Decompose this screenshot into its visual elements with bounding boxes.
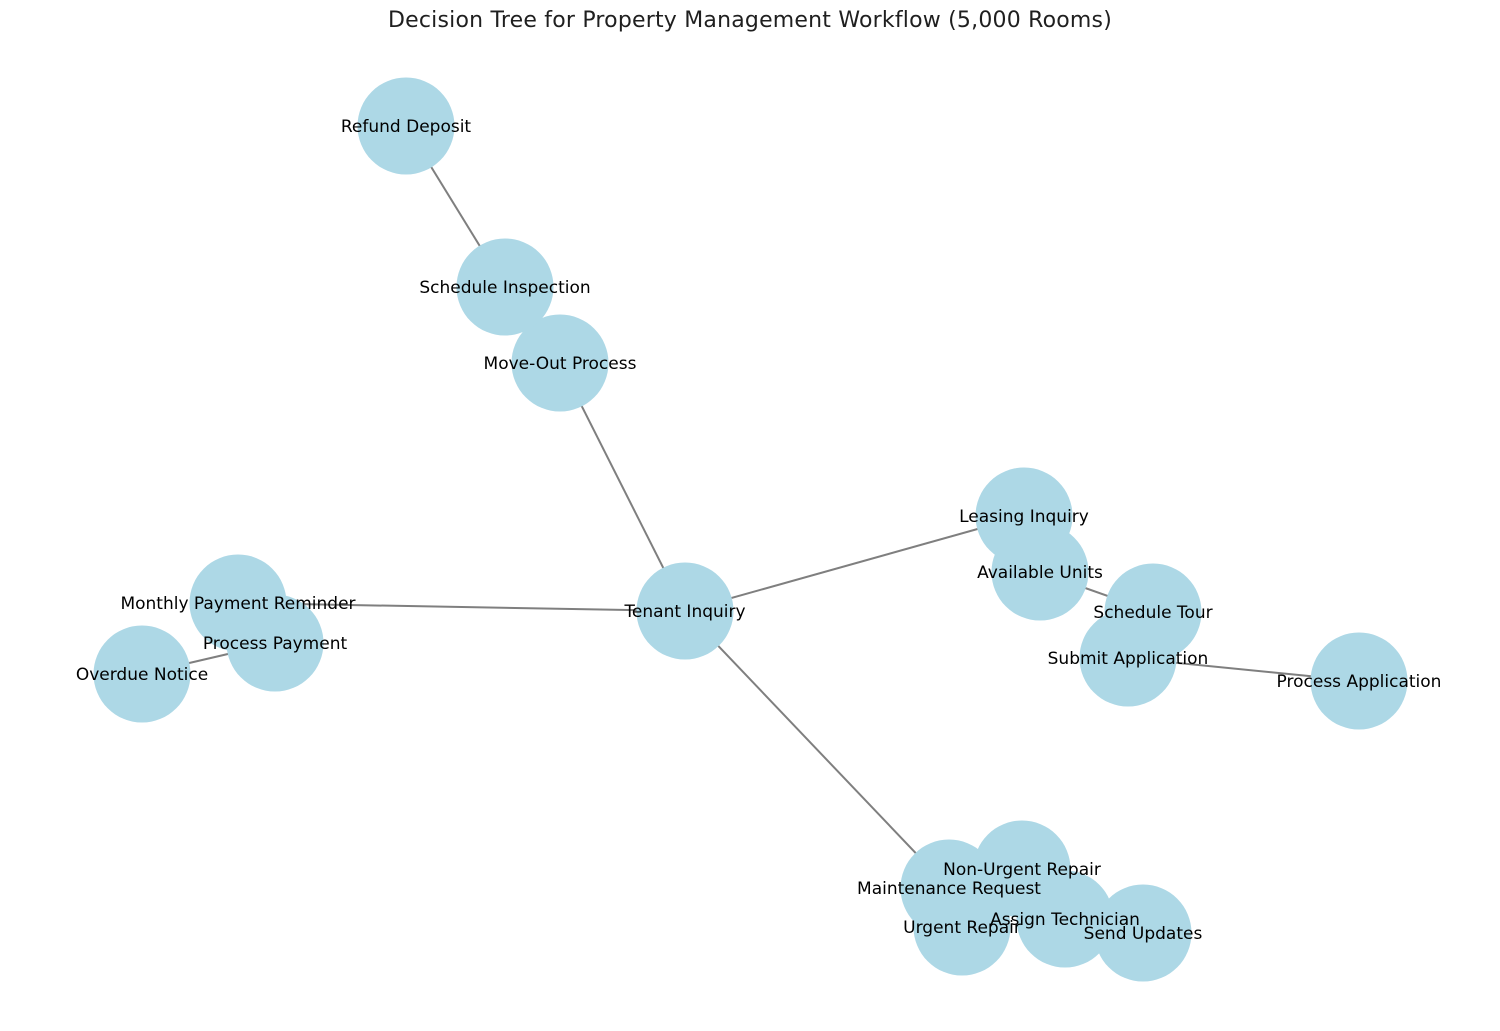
node-tenant-inquiry — [636, 562, 734, 660]
node-label-tenant-inquiry: Tenant Inquiry — [623, 602, 745, 622]
node-label-process-application: Process Application — [1277, 672, 1442, 692]
edge-tenant-inquiry--leasing-inquiry — [684, 515, 1025, 612]
node-label-schedule-tour: Schedule Tour — [1093, 603, 1212, 623]
node-overdue-notice — [93, 625, 191, 723]
node-refund-deposit — [357, 77, 455, 175]
chart-title: Decision Tree for Property Management Wo… — [388, 8, 1112, 33]
edge-tenant-inquiry--maintenance-request — [684, 610, 950, 889]
node-assign-technician — [1016, 870, 1114, 968]
labels-layer: Tenant Inquiry Move-Out Process Schedule I… — [76, 117, 1442, 944]
edges-layer — [141, 125, 1360, 934]
node-available-units — [991, 523, 1089, 621]
node-label-refund-deposit: Refund Deposit — [341, 117, 472, 137]
node-label-leasing-inquiry: Leasing Inquiry — [959, 507, 1089, 527]
node-label-overdue-notice: Overdue Notice — [76, 665, 208, 685]
nodes-layer — [93, 77, 1408, 982]
node-label-move-out-process: Move-Out Process — [484, 354, 637, 374]
node-label-process-payment: Process Payment — [203, 634, 348, 654]
node-label-assign-technician: Assign Technician — [990, 910, 1140, 930]
node-label-monthly-payment-reminder: Monthly Payment Reminder — [120, 594, 355, 614]
node-send-updates — [1094, 884, 1192, 982]
node-process-payment — [226, 594, 324, 692]
node-label-available-units: Available Units — [977, 563, 1103, 583]
node-schedule-inspection — [456, 238, 554, 336]
node-label-submit-application: Submit Application — [1048, 649, 1209, 669]
node-label-send-updates: Send Updates — [1084, 924, 1203, 944]
node-urgent-repair — [913, 878, 1011, 976]
node-label-maintenance-request: Maintenance Request — [857, 879, 1041, 899]
edge-tenant-inquiry--monthly-payment-reminder — [237, 602, 686, 612]
node-label-schedule-inspection: Schedule Inspection — [419, 278, 590, 298]
node-label-non-urgent-repair: Non-Urgent Repair — [943, 860, 1101, 880]
node-process-application — [1310, 632, 1408, 730]
node-submit-application — [1079, 609, 1177, 707]
node-label-urgent-repair: Urgent Repair — [903, 918, 1021, 938]
node-move-out-process — [511, 314, 609, 412]
